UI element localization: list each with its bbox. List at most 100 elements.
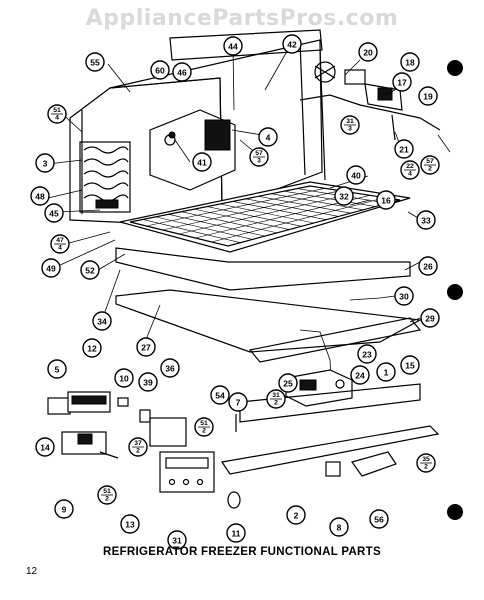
callout-c44: 44 xyxy=(223,36,243,56)
callout-c14: 14 xyxy=(35,437,55,457)
callout-number: 57 xyxy=(426,158,434,165)
callout-circle xyxy=(150,60,170,80)
leader-lines xyxy=(47,45,451,343)
callout-circle xyxy=(400,52,420,72)
callout-c3: 3 xyxy=(35,153,55,173)
callout-circle xyxy=(369,509,389,529)
callout-number: 14 xyxy=(40,443,50,453)
callout-quantity: 2 xyxy=(136,448,140,455)
callout-number: 18 xyxy=(405,58,415,68)
callout-circle xyxy=(92,311,112,331)
callout-circle xyxy=(85,52,105,72)
callout-quantity: 4 xyxy=(408,171,412,178)
callout-number: 25 xyxy=(283,379,293,389)
freezer-shelf-grid xyxy=(119,181,411,253)
callout-c51b: 512 xyxy=(194,417,214,437)
callout-number: 52 xyxy=(85,266,95,276)
callout-c42: 42 xyxy=(282,34,302,54)
callout-number: 15 xyxy=(405,361,415,371)
callout-quantity: 2 xyxy=(424,464,428,471)
callout-circle xyxy=(35,153,55,173)
callout-circle xyxy=(160,358,180,378)
evaporator-coil xyxy=(79,141,131,213)
callout-number: 1 xyxy=(384,368,389,378)
callout-circle xyxy=(192,152,212,172)
callout-c34: 34 xyxy=(92,311,112,331)
callout-quantity: 4 xyxy=(58,245,62,252)
callout-c29: 29 xyxy=(420,308,440,328)
callout-number: 13 xyxy=(125,520,135,530)
callout-c17: 17 xyxy=(392,72,412,92)
callout-circle xyxy=(286,505,306,525)
callout-c12: 12 xyxy=(82,338,102,358)
registration-dot xyxy=(447,60,463,76)
callout-circle xyxy=(394,286,414,306)
control-box xyxy=(149,109,236,191)
diagram-caption: REFRIGERATOR FREEZER FUNCTIONAL PARTS xyxy=(103,546,381,558)
callout-circle xyxy=(418,256,438,276)
callout-number: 33 xyxy=(421,216,431,226)
callout-number: 4 xyxy=(266,133,271,143)
registration-dot xyxy=(447,504,463,520)
callout-circle xyxy=(358,42,378,62)
callout-number: 19 xyxy=(423,92,433,102)
callout-number: 9 xyxy=(62,505,67,515)
callout-c7: 7 xyxy=(228,392,248,412)
callout-circle xyxy=(418,86,438,106)
callout-c31a: 313 xyxy=(340,115,360,135)
callout-c24: 24 xyxy=(350,365,370,385)
callout-c31b: 312 xyxy=(266,389,286,409)
control-board xyxy=(285,369,353,407)
callout-number: 35 xyxy=(422,456,430,463)
callout-circle xyxy=(376,362,396,382)
callout-number: 11 xyxy=(232,529,241,539)
callout-number: 10 xyxy=(119,374,129,384)
callout-circle xyxy=(394,139,414,159)
callout-c60: 60 xyxy=(150,60,170,80)
control-panel-face xyxy=(159,451,215,493)
callout-circle xyxy=(54,499,74,519)
callout-c37: 372 xyxy=(128,437,148,457)
callout-number: 26 xyxy=(423,262,433,272)
callout-c36: 36 xyxy=(160,358,180,378)
callout-c5: 5 xyxy=(47,359,67,379)
callout-c8: 8 xyxy=(329,517,349,537)
callout-c52: 52 xyxy=(80,260,100,280)
callout-circle xyxy=(346,165,366,185)
callout-c48: 48 xyxy=(30,186,50,206)
callout-number: 23 xyxy=(362,350,372,360)
callout-number: 5 xyxy=(55,365,60,375)
callout-c18: 18 xyxy=(400,52,420,72)
callout-circle xyxy=(136,337,156,357)
front-rail xyxy=(220,383,440,475)
callout-quantity: 3 xyxy=(348,126,352,133)
callout-quantity: 2 xyxy=(428,166,432,173)
callout-number: 44 xyxy=(228,42,238,52)
callout-c51a: 514 xyxy=(47,104,67,124)
callout-number: 51 xyxy=(200,420,208,427)
callout-number: 45 xyxy=(49,209,59,219)
callout-c51c: 512 xyxy=(97,485,117,505)
callout-number: 39 xyxy=(143,378,153,388)
callout-quantity: 3 xyxy=(257,158,261,165)
callout-c20: 20 xyxy=(358,42,378,62)
callout-circle xyxy=(114,368,134,388)
callout-number: 31 xyxy=(172,536,182,546)
callout-c39: 39 xyxy=(138,372,158,392)
callout-circle xyxy=(30,186,50,206)
callout-c11: 11 xyxy=(226,523,246,543)
callout-number: 7 xyxy=(236,398,241,408)
callout-c25: 25 xyxy=(278,373,298,393)
callout-number: 40 xyxy=(351,171,361,181)
callout-c55: 55 xyxy=(85,52,105,72)
callout-quantity: 2 xyxy=(202,428,206,435)
callout-quantity: 2 xyxy=(105,496,109,503)
callout-number: 21 xyxy=(399,145,409,155)
page-number: 12 xyxy=(26,566,38,577)
callout-number: 32 xyxy=(339,192,349,202)
callout-circle xyxy=(210,385,230,405)
callout-circle xyxy=(47,359,67,379)
callout-c1: 1 xyxy=(376,362,396,382)
